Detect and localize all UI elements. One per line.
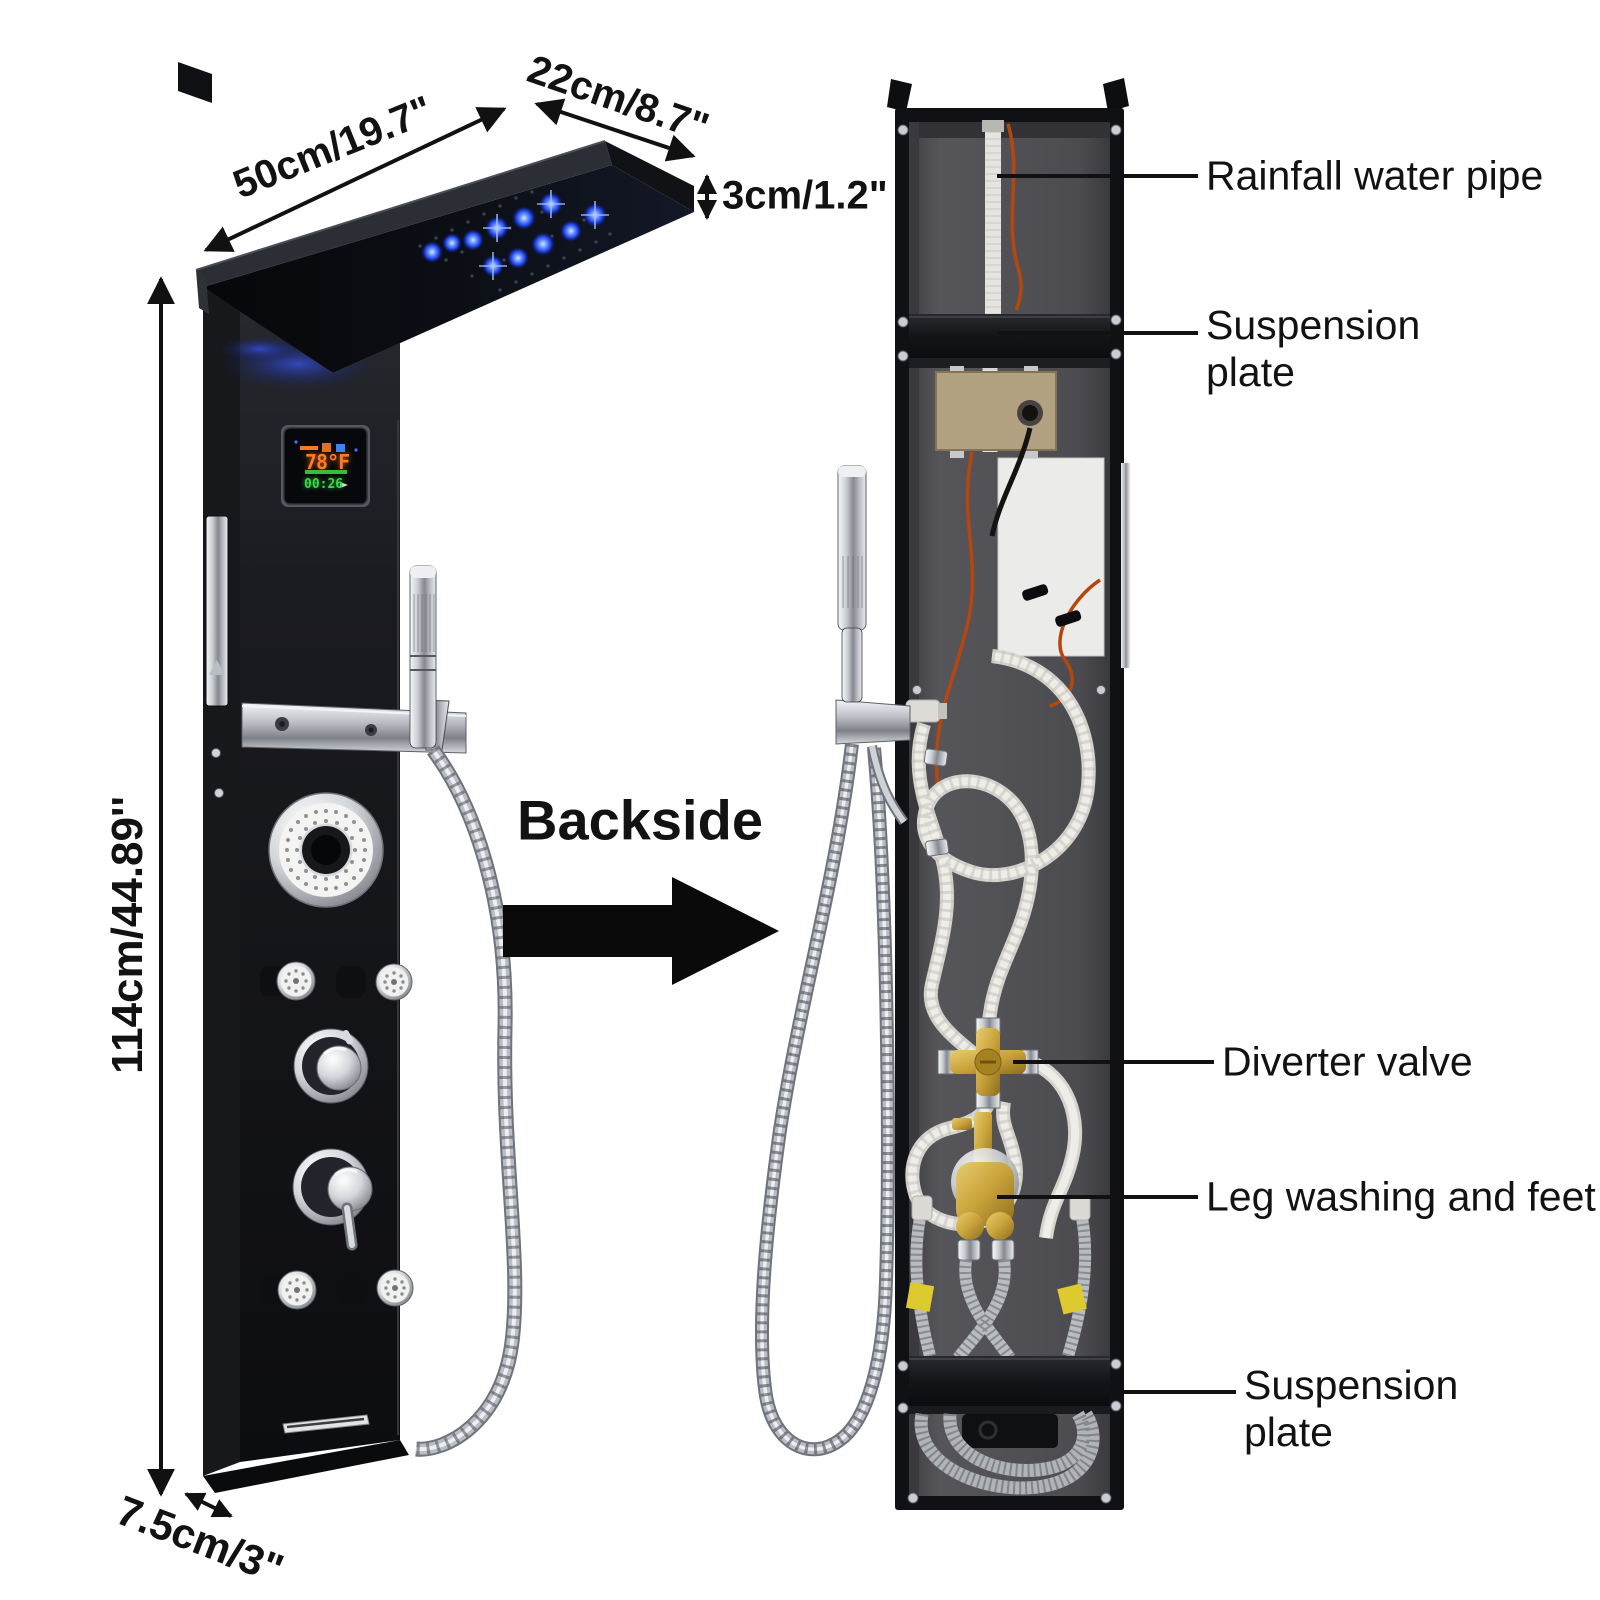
- panel-screw: [214, 788, 224, 798]
- annotation-rainfall-pipe: Rainfall water pipe: [1206, 152, 1544, 199]
- frame-screws: [897, 124, 1122, 1504]
- shower-hose-front: [415, 745, 523, 1457]
- hose-fitting: [1069, 1195, 1091, 1221]
- control-box: [997, 457, 1105, 657]
- massage-jet: [336, 963, 413, 1001]
- supply-hoses: [905, 1195, 1092, 1362]
- panel-side-face: [203, 287, 240, 1476]
- depth-dimension-arrow: [534, 98, 696, 162]
- massage-jet: [261, 1270, 317, 1310]
- annotation-suspension-plate-top: Suspension plate: [1206, 302, 1421, 395]
- annotation-suspension-plate-bottom: Suspension plate: [1244, 1362, 1459, 1455]
- base-bottom-face: [203, 1440, 409, 1493]
- suspension-plate-bottom: [909, 1356, 1110, 1414]
- hose-fitting: [911, 1195, 933, 1221]
- solenoid-box: [935, 366, 1057, 458]
- massage-jet: [337, 1269, 414, 1307]
- lcd-temperature: 78°F: [305, 450, 350, 474]
- elbow-fitting: [905, 699, 941, 723]
- shower-hose-back: [754, 743, 909, 1457]
- suspension-plate-top: [909, 314, 1110, 368]
- hand-shower-back: [754, 465, 911, 1457]
- leader-lines: [997, 174, 1236, 1394]
- massage-jet: [260, 961, 316, 1001]
- lcd-display: [281, 425, 370, 507]
- dimension-height-label: 114cm/44.89'': [103, 796, 152, 1074]
- strip-triangle: [209, 660, 225, 675]
- wand-bracket: [835, 699, 911, 745]
- backside-label: Backside: [517, 788, 763, 852]
- spout-slot: [282, 1414, 370, 1434]
- length-dimension-arrow: [203, 107, 507, 252]
- mixer-knob: [292, 1148, 373, 1251]
- massage-jets: [260, 961, 414, 1310]
- side-chrome-strip: [205, 515, 229, 707]
- diverter-valve: [937, 1017, 1039, 1109]
- dimension-arrows: [147, 98, 717, 1518]
- base-depth-dimension-arrow: [184, 1492, 233, 1518]
- mount-tab: [1103, 78, 1129, 112]
- coiled-hoses: [914, 1410, 1100, 1495]
- annotation-leg-washing: Leg washing and feet: [1206, 1173, 1596, 1220]
- panel-screw: [211, 748, 221, 758]
- yellow-tape: [1057, 1283, 1087, 1315]
- dimension-thickness-label: 3cm/1.2": [722, 173, 888, 218]
- mount-tab: [887, 79, 912, 112]
- back-view: [754, 78, 1130, 1510]
- thermostat-knob: [293, 1028, 369, 1104]
- annotation-diverter-valve: Diverter valve: [1222, 1038, 1473, 1085]
- leg-washing-valve: [951, 1112, 1019, 1261]
- front-view: [178, 62, 694, 1493]
- hand-shower-front: [409, 565, 450, 751]
- bottom-bracket: [962, 1414, 1058, 1448]
- head-underside: [203, 165, 694, 373]
- head-left-flange: [196, 270, 209, 314]
- yellow-tape: [905, 1282, 935, 1312]
- lcd-timer: 00:26: [304, 477, 344, 492]
- rainfall-body-jet: [268, 792, 384, 908]
- backside-arrow: [503, 877, 779, 985]
- sensor-wire: [1006, 123, 1023, 311]
- head-wall-bracket: [178, 62, 212, 103]
